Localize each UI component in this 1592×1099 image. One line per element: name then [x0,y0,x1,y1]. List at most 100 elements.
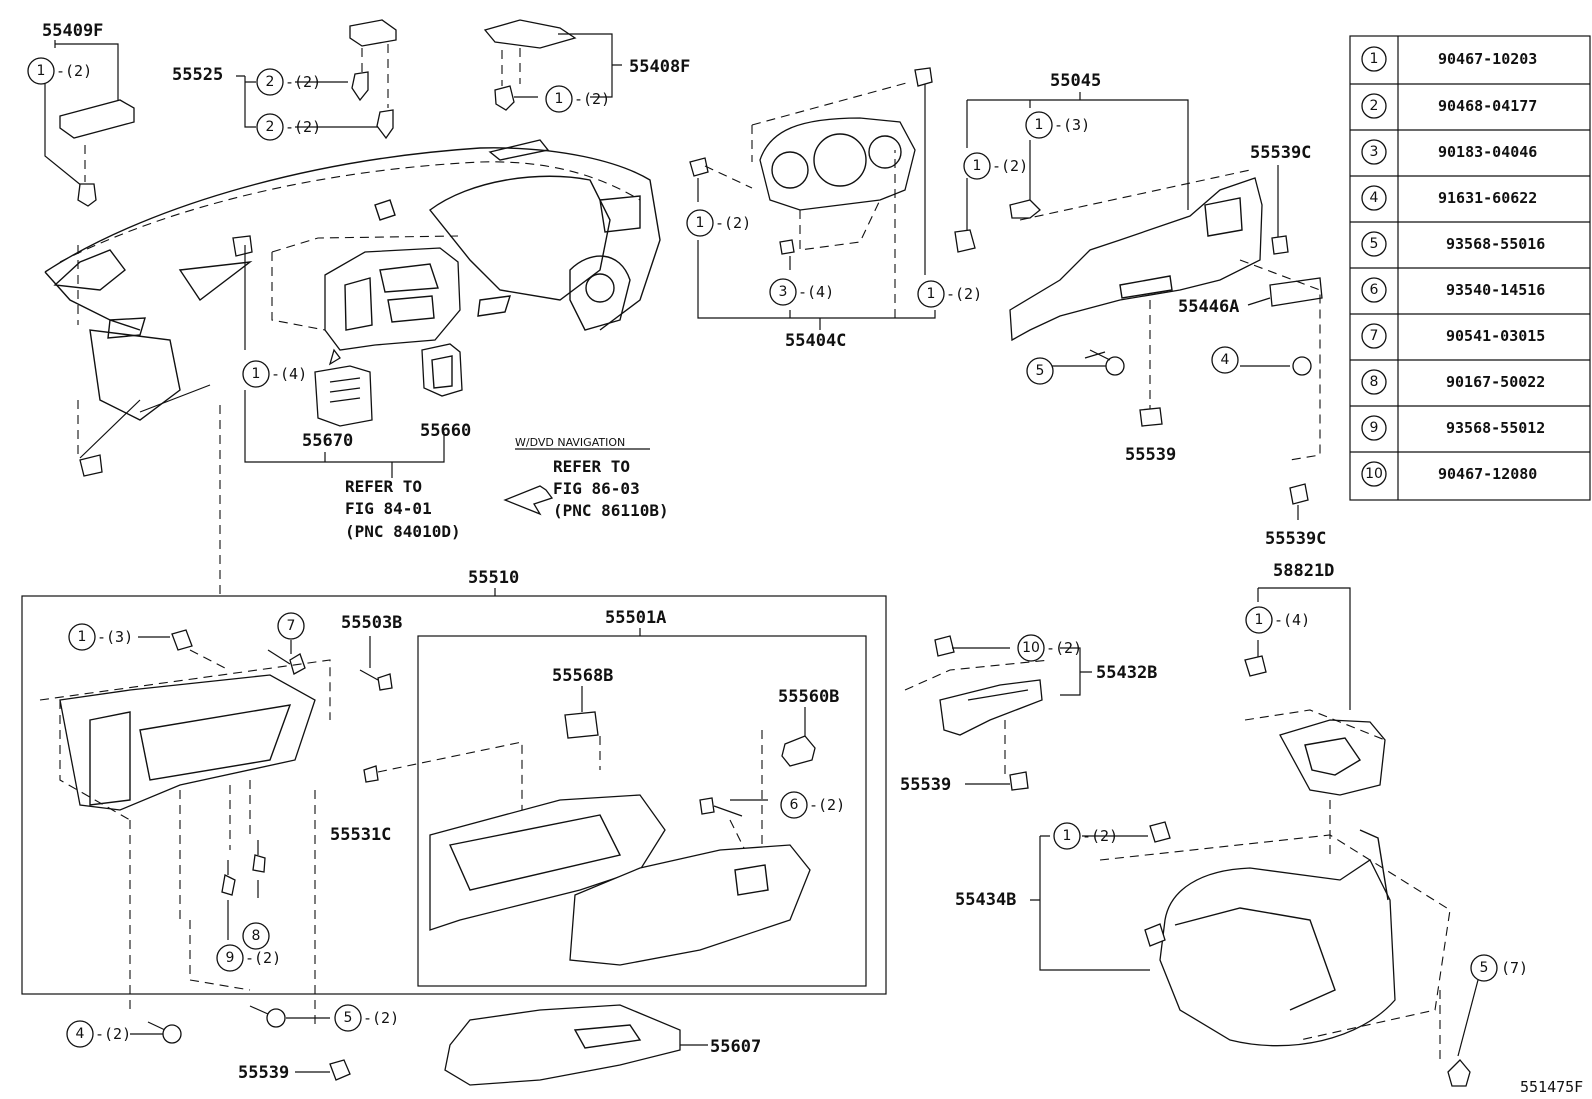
row-number: 8 [1370,374,1379,390]
label-55539C-top: 55539C [1250,143,1311,163]
callout-quantity: -(2) [245,949,281,967]
callout: 7 [277,612,305,640]
callout: 1-(4) [1245,606,1310,634]
label-55568B: 55568B [552,666,613,686]
vent-55670 [314,365,373,427]
callout-quantity: -(4) [271,365,307,383]
callout-quantity: (7) [1501,959,1528,977]
callout-circle [216,944,244,972]
group-55432B: 55432B 55539 [900,635,1157,795]
callout-circle [1053,822,1081,850]
callout-quantity: -(2) [56,62,92,80]
label-55446A: 55446A [1178,297,1239,317]
label-55432B: 55432B [1096,663,1157,683]
callout-quantity: -(2) [285,73,321,91]
row-part-number: 90183-04046 [1438,143,1537,161]
callout-circle [1211,346,1239,374]
row-part-number: 91631-60622 [1438,189,1537,207]
callout: 1-(2) [686,209,751,237]
row-number: 10 [1365,466,1383,482]
callout: 1-(2) [917,280,982,308]
callout-circle [917,280,945,308]
callout-number: 8 [252,928,261,944]
callout: 1-(2) [963,152,1028,180]
refer-right-1: REFER TO [553,457,630,476]
label-55539-lower: 55539 [900,775,951,795]
callout-number: 5 [1036,363,1045,379]
callout-markers: 1-(2)2-(2)2-(2)1-(2)1-(2)3-(4)1-(2)1-(2)… [27,57,1528,1048]
label-55045: 55045 [1050,71,1101,91]
callout-number: 1 [1255,612,1264,628]
callout-circle [545,85,573,113]
panel-55607 [444,1004,681,1086]
row-number: 1 [1370,51,1379,67]
row-part-number: 90467-12080 [1438,465,1537,483]
row-part-number: 93540-14516 [1446,281,1545,299]
callout: 5 [1026,357,1054,385]
label-55404C: 55404C [785,331,846,351]
callout: 1-(2) [1053,822,1118,850]
label-58821D: 58821D [1273,561,1334,581]
row-number-circle [1361,323,1387,349]
refer-right-note: W/DVD NAVIGATION [515,436,625,449]
callout-number: 10 [1022,640,1040,656]
callout-number: 1 [927,286,936,302]
callout: 5-(2) [334,1004,399,1032]
callout: 8 [242,922,270,950]
row-number: 4 [1370,190,1379,206]
callout-number: 1 [78,629,87,645]
callout-quantity: -(2) [992,157,1028,175]
refer-notes: REFER TO FIG 84-01 (PNC 84010D) W/DVD NA… [345,436,669,541]
parts-table-row: 4 91631-60622 [1361,185,1537,211]
row-number-circle [1361,369,1387,395]
label-55539C-right: 55539C [1265,529,1326,549]
callout: 5(7) [1470,954,1528,982]
callout-number: 1 [252,366,261,382]
callout-number: 1 [1035,117,1044,133]
row-part-number: 90467-10203 [1438,50,1537,68]
label-55607: 55607 [710,1037,761,1057]
row-number-circle [1361,461,1387,487]
instrument-panel [44,139,661,600]
vent-55660 [421,343,463,397]
row-number-circle [1361,231,1387,257]
callout-quantity: -(2) [95,1025,131,1043]
callout-number: 5 [344,1010,353,1026]
row-number-circle [1361,415,1387,441]
callout: 1-(2) [545,85,610,113]
callout-number: 6 [790,797,799,813]
callout-quantity: -(2) [1082,827,1118,845]
callout-circle [277,612,305,640]
row-number: 5 [1370,236,1379,252]
callout-circle [1017,634,1045,662]
group-58821D: 58821D [1244,561,1386,860]
callout-quantity: -(2) [715,214,751,232]
console-55434B [1159,859,1396,1047]
box-55510 [21,595,887,995]
callout: 1 -(3) [68,623,133,651]
row-part-number: 90167-50022 [1446,373,1545,391]
label-55434B: 55434B [955,890,1016,910]
callout-number: 4 [76,1026,85,1042]
group-55434B: 55434B [955,821,1479,1087]
label-55531C: 55531C [330,825,391,845]
group-55510: 55510 55501A 55503B 55531C 55568B [21,568,887,1030]
label-55501A: 55501A [605,608,666,628]
glovebox-housing [59,674,316,811]
callout-number: 1 [555,91,564,107]
callout-quantity: -(3) [97,628,133,646]
label-55525: 55525 [172,65,223,85]
callout: 2-(2) [256,68,321,96]
row-part-number: 93568-55016 [1446,235,1545,253]
row-number-circle [1361,185,1387,211]
label-55539-bottom: 55539 [238,1063,289,1083]
refer-right-3: (PNC 86110B) [553,501,669,520]
row-number-circle [1361,139,1387,165]
callout-circle [256,113,284,141]
